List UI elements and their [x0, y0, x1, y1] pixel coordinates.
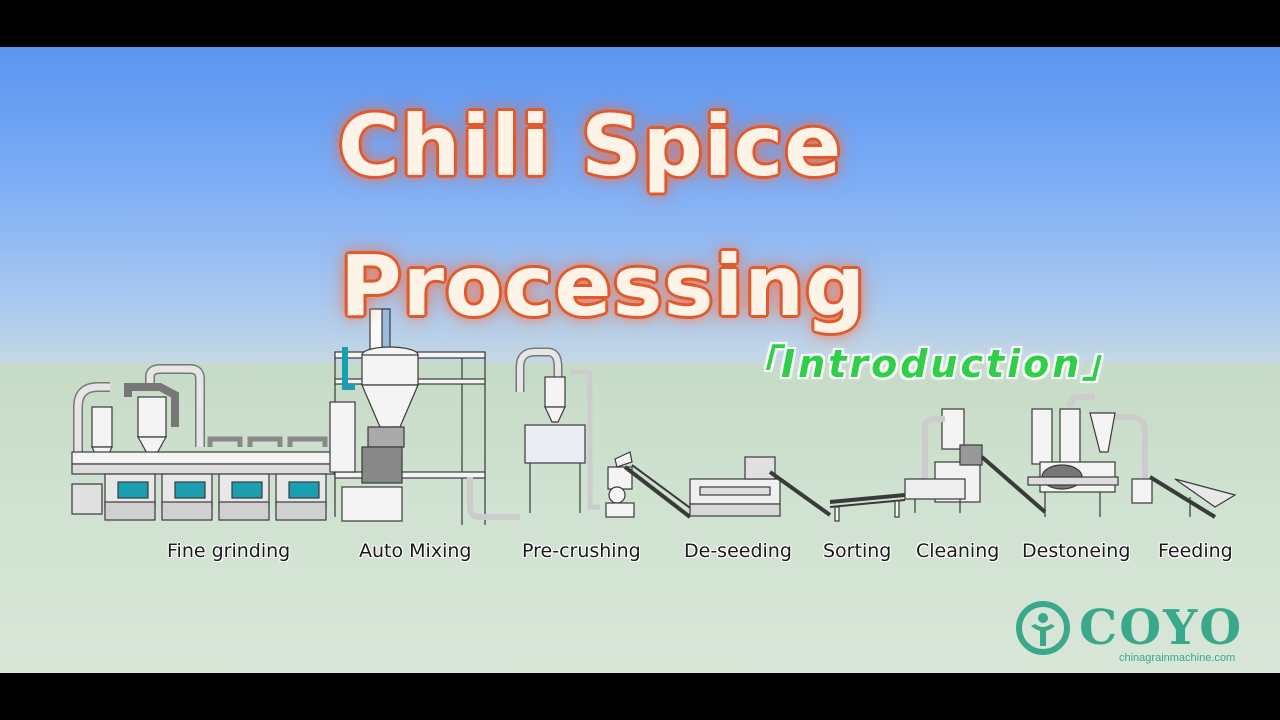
stage-label-cleaning: Cleaning	[916, 540, 1000, 562]
coyo-logo: COYO chinagrainmachine.com	[1015, 600, 1245, 670]
title-line-1: Chili Spice	[338, 97, 843, 195]
brand-name: COYO	[1079, 600, 1244, 656]
auto-mixing-machine	[329, 308, 520, 525]
de-seeding-machine	[614, 451, 832, 519]
stage-label-feeding: Feeding	[1158, 540, 1233, 562]
letterbox-bottom	[0, 673, 1280, 720]
coyo-logo-icon	[1016, 601, 1070, 655]
stage-label-sorting: Sorting	[823, 540, 892, 562]
fine-grinding-machine	[71, 364, 335, 521]
title-line-2: Processing	[340, 237, 867, 335]
stage-label-destoneing: Destoneing	[1022, 540, 1131, 562]
stage-label-auto-mixing: Auto Mixing	[359, 540, 472, 562]
stage-label-de-seeding: De-seeding	[684, 540, 792, 562]
video-frame: Chili Spice Processing 「Introduction」 Fi…	[0, 47, 1280, 673]
brand-url: chinagrainmachine.com	[1119, 652, 1236, 664]
sorting-machine	[829, 493, 906, 522]
stage-label-pre-crushing: Pre-crushing	[522, 540, 641, 562]
processing-line-illustration	[71, 308, 1237, 525]
pre-crushing-machine	[515, 347, 635, 518]
destoneing-machine	[1027, 394, 1148, 517]
feeding-machine	[1131, 475, 1237, 519]
cleaning-machine	[904, 408, 1047, 514]
letterbox-top	[0, 0, 1280, 47]
stage-label-fine-grinding: Fine grinding	[167, 540, 291, 562]
subtitle: 「Introduction」	[740, 342, 1124, 386]
